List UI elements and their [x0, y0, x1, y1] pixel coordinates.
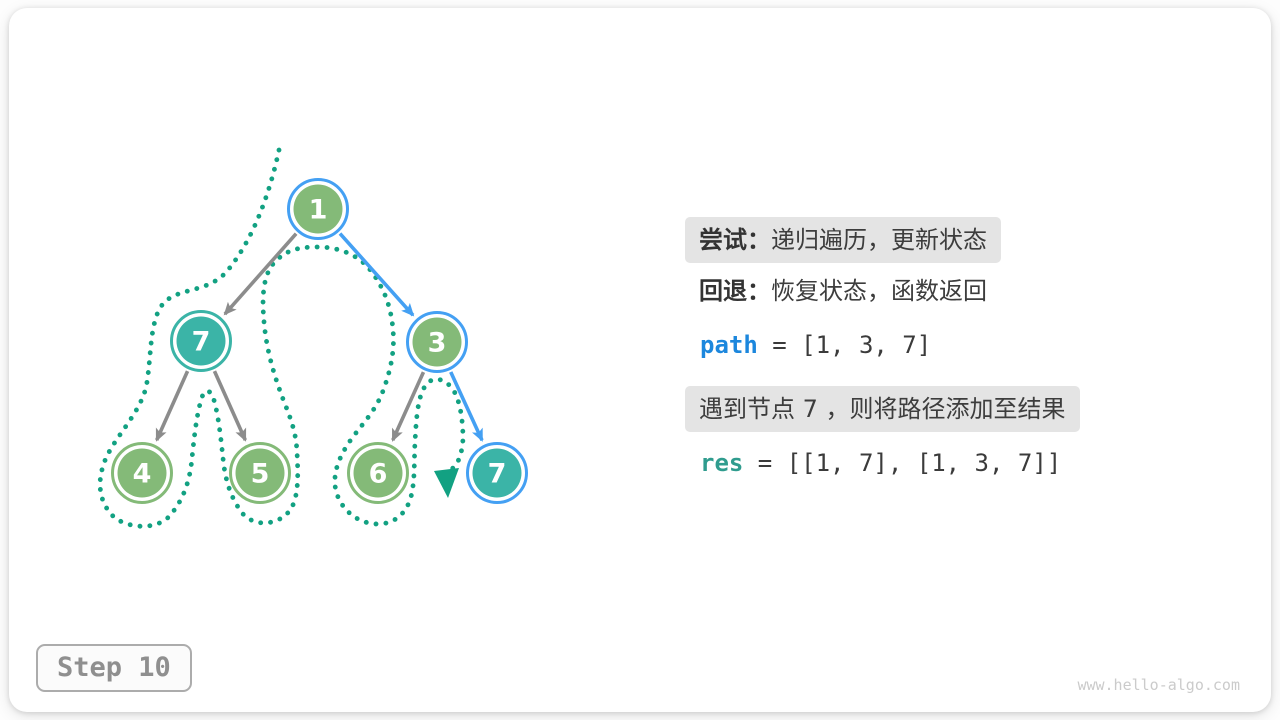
tree-node-n5: 5: [229, 442, 291, 504]
tree-node-value: 3: [428, 328, 447, 359]
tree-node-n4: 4: [111, 442, 173, 504]
path-variable-name: path: [700, 331, 758, 359]
tree-node-value: 1: [309, 195, 328, 226]
tree-node-value: 7: [488, 459, 507, 490]
tree-edge-n3-n6: [391, 371, 426, 442]
note-try-text: 递归遍历，更新状态: [771, 226, 987, 254]
res-variable-line: res = [[1, 7], [1, 3, 7]]: [700, 449, 1061, 477]
step-badge: Step 10: [36, 644, 192, 692]
tree-node-n7R: 7: [466, 442, 528, 504]
note-add-result-text: 遇到节点 7 ，则将路径添加至结果: [699, 395, 1066, 423]
tree-node-fill: [353, 448, 403, 498]
note-backtrack-label: 回退：: [699, 277, 771, 305]
site-watermark: www.hello-algo.com: [1077, 676, 1240, 694]
note-try: 尝试：递归遍历，更新状态: [685, 217, 1001, 263]
res-variable-value: = [[1, 7], [1, 3, 7]]: [743, 449, 1062, 477]
tree-node-n6: 6: [347, 442, 409, 504]
tree-edge-n1-n3: [338, 232, 415, 317]
note-backtrack-text: 恢复状态，函数返回: [771, 277, 987, 305]
res-variable-name: res: [700, 449, 744, 477]
step-badge-label: Step 10: [57, 652, 171, 683]
tree-node-fill: [176, 316, 226, 366]
path-variable-line: path = [1, 3, 7]: [700, 331, 931, 359]
traversal-arrowhead-icon: [434, 468, 459, 498]
note-try-label: 尝试：: [699, 226, 771, 254]
tree-node-n1: 1: [287, 178, 349, 240]
tree-edge-n7L-n4: [155, 370, 190, 442]
tree-node-value: 6: [369, 459, 388, 490]
tree-node-fill: [117, 448, 167, 498]
tree-node-value: 5: [251, 459, 270, 490]
tree-node-fill: [472, 448, 522, 498]
tree-edge-n7L-n5: [212, 370, 247, 442]
tree-node-value: 4: [133, 459, 152, 490]
note-add-result: 遇到节点 7 ，则将路径添加至结果: [685, 386, 1080, 432]
path-variable-value: = [1, 3, 7]: [757, 331, 932, 359]
tree-node-n3: 3: [406, 311, 468, 373]
note-backtrack: 回退：恢复状态，函数返回: [699, 277, 987, 305]
binary-tree-diagram: 1 7 3 4 5 6 7: [97, 147, 528, 529]
tree-node-n7L: 7: [170, 310, 232, 372]
tree-node-fill: [412, 317, 462, 367]
tree-node-fill: [235, 448, 285, 498]
traversal-trail-dotted-path: [97, 147, 466, 529]
tree-node-value: 7: [192, 327, 211, 358]
tree-edge-n3-n7R: [449, 371, 484, 442]
tree-node-fill: [293, 184, 343, 234]
tree-edge-n1-n7L: [223, 232, 298, 316]
